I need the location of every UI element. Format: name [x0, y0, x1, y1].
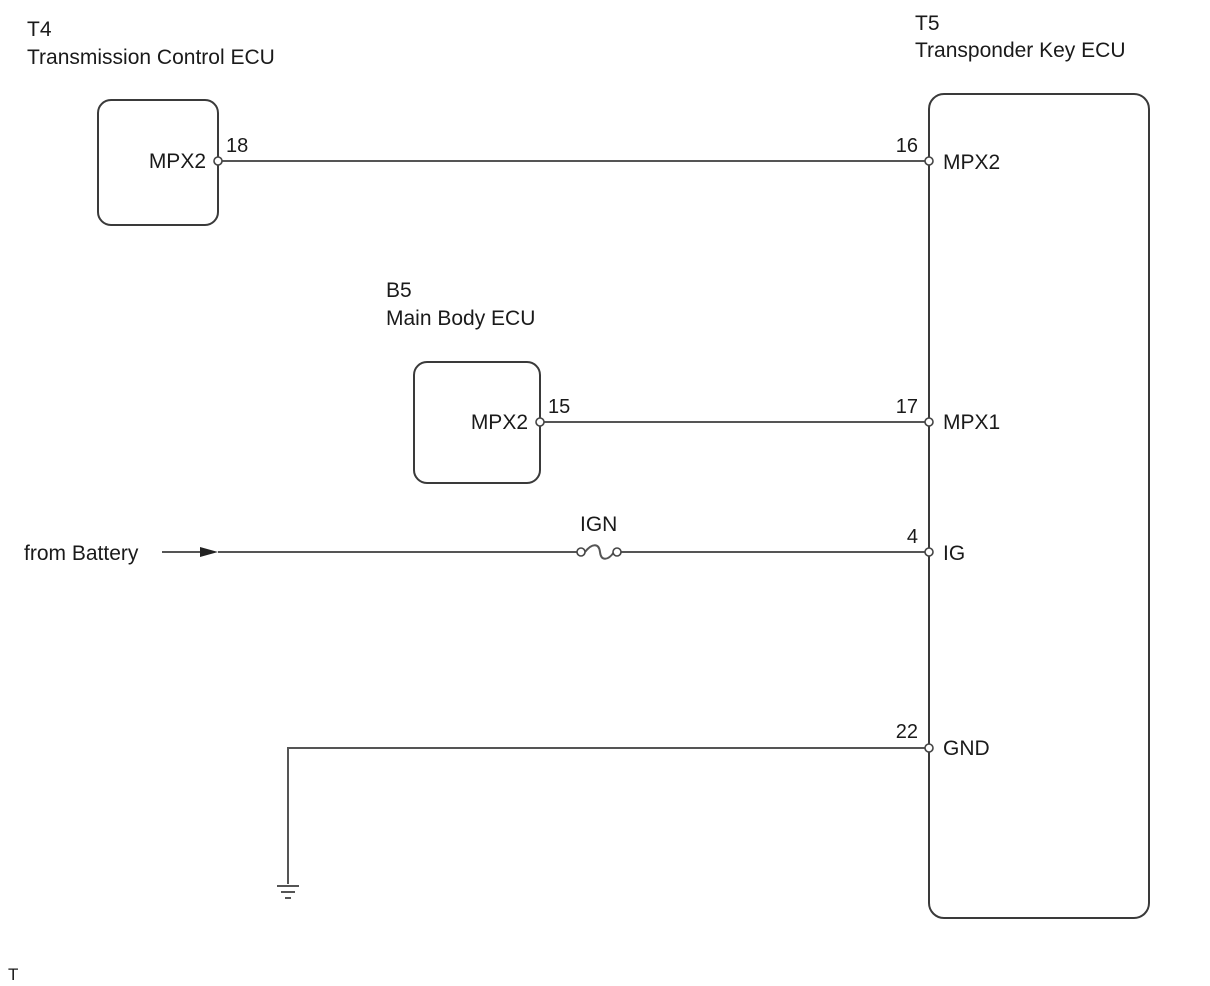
t5-pin-22: 22 [896, 721, 918, 743]
t5-terminal-mpx2-label: MPX2 [943, 151, 1000, 174]
battery-label: from Battery [24, 542, 139, 565]
b5-terminal-15 [535, 417, 545, 427]
b5-code: B5 [386, 279, 412, 302]
fuse-label: IGN [580, 513, 617, 536]
wire-gnd-to-ground [287, 747, 926, 884]
arrow-right-icon [200, 547, 218, 557]
b5-name: Main Body ECU [386, 307, 535, 330]
fuse-icon [584, 544, 615, 560]
b5-pin-number: 15 [548, 396, 570, 418]
t4-terminal-18 [213, 156, 223, 166]
fuse-terminal-right [612, 547, 622, 557]
b5-terminal-label: MPX2 [471, 411, 528, 434]
t4-pin-number: 18 [226, 135, 248, 157]
t4-terminal-label: MPX2 [149, 150, 206, 173]
battery-feed: from Battery [24, 542, 926, 565]
t5-terminal-4 [924, 547, 934, 557]
t5-terminal-17 [924, 417, 934, 427]
t5-terminal-16 [924, 156, 934, 166]
t4-component: T4 Transmission Control ECU MPX2 18 [27, 18, 275, 226]
t4-name: Transmission Control ECU [27, 46, 275, 69]
t5-terminal-mpx1-label: MPX1 [943, 411, 1000, 434]
t5-code: T5 [915, 12, 940, 35]
t5-name: Transponder Key ECU [915, 39, 1125, 62]
b5-component: B5 Main Body ECU MPX2 15 [386, 279, 570, 484]
ground-icon [277, 885, 299, 899]
t4-code: T4 [27, 18, 52, 41]
t5-pin-4: 4 [907, 526, 918, 548]
ign-fuse: IGN [576, 513, 622, 560]
t5-terminal-ig-label: IG [943, 542, 965, 565]
footer-mark: T [8, 965, 18, 984]
t5-box [928, 93, 1150, 919]
t5-terminal-gnd-label: GND [943, 737, 990, 760]
t5-pin-17: 17 [896, 396, 918, 418]
t5-terminal-22 [924, 743, 934, 753]
t5-pin-16: 16 [896, 135, 918, 157]
t5-component: T5 Transponder Key ECU MPX2 16 MPX1 17 I… [896, 12, 1150, 919]
fuse-terminal-left [576, 547, 586, 557]
ground-circuit [277, 747, 926, 899]
